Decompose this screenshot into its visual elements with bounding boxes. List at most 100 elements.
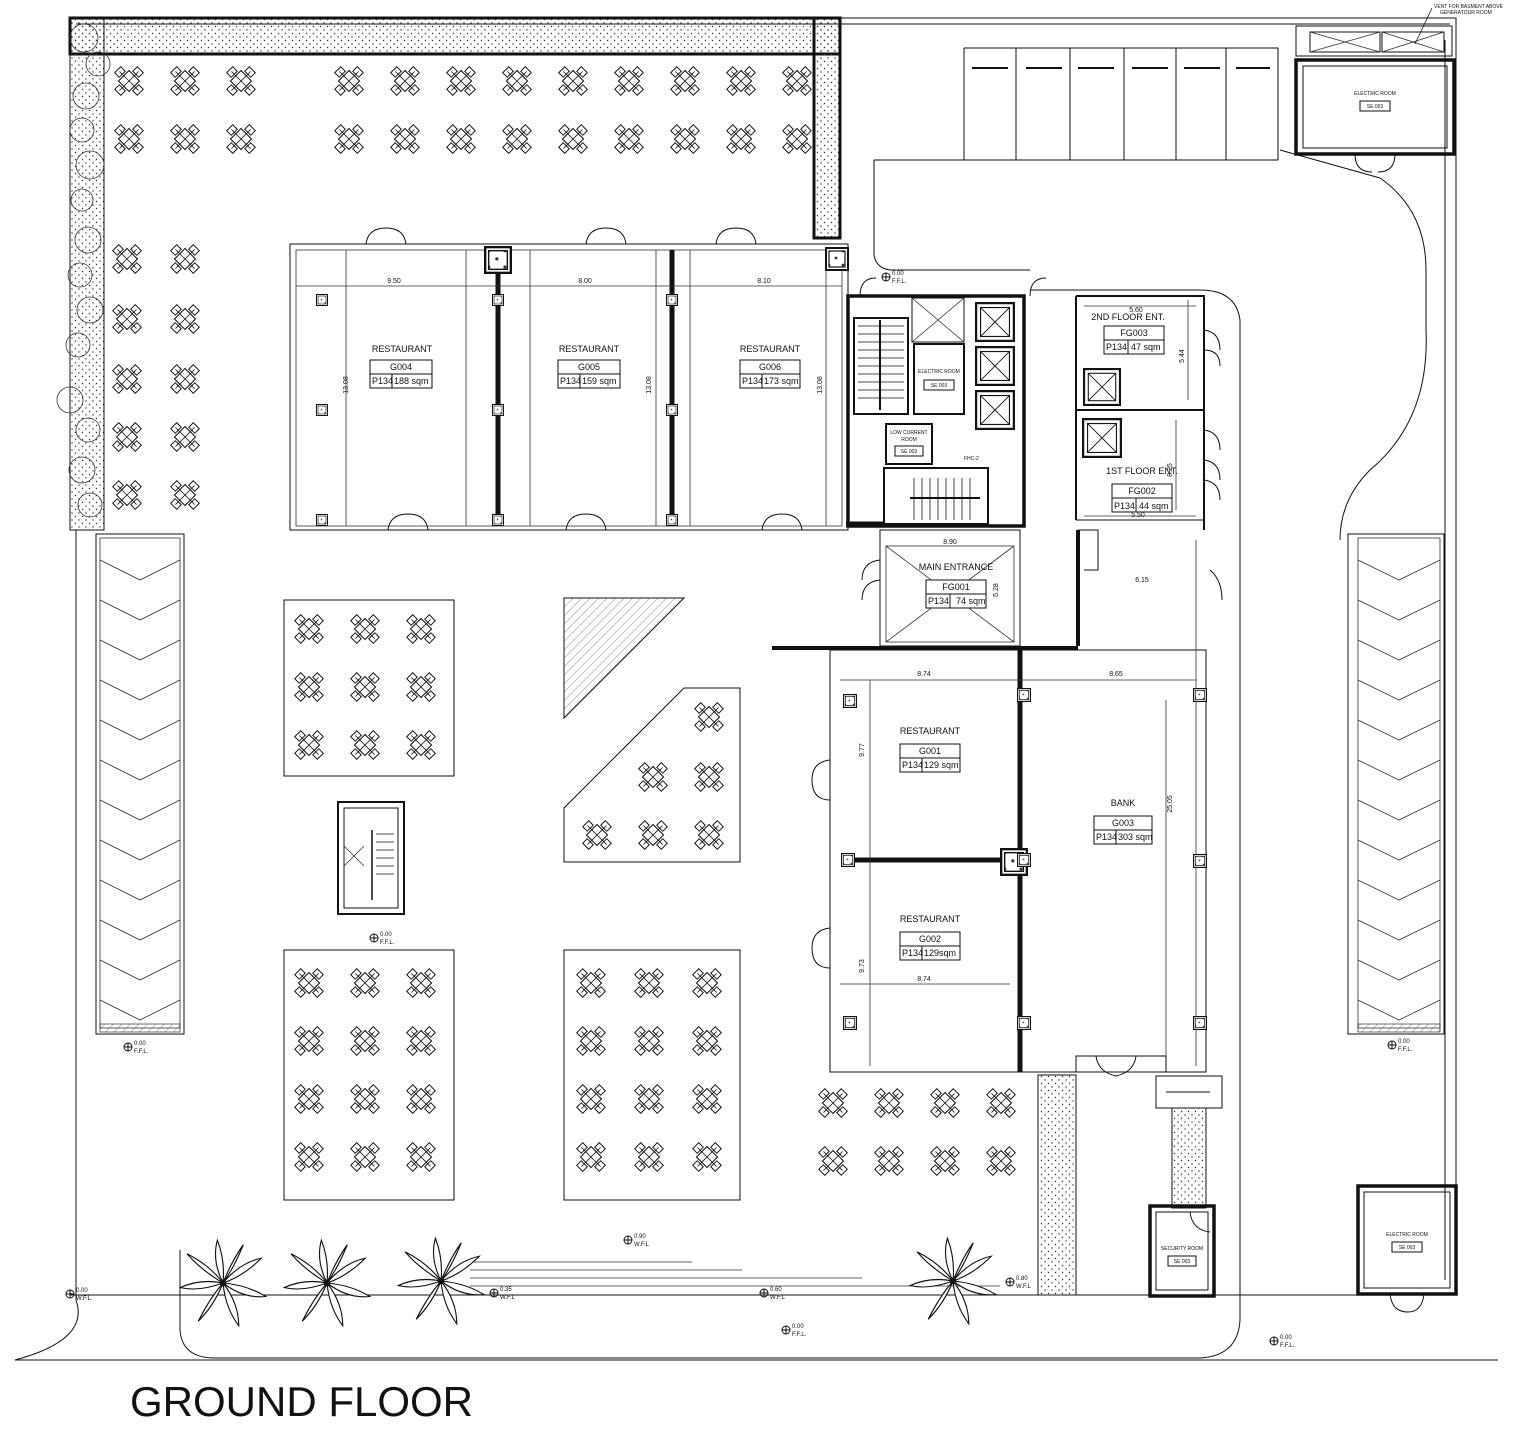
unit-g003-width-dim: 8.65 (1109, 671, 1123, 678)
low-current-code: SE 003 (901, 449, 918, 455)
unit-fg002-width-dim: 5.50 (1131, 512, 1145, 519)
level-ref: F.F.L. (792, 1332, 807, 1338)
unit-g005-name: RESTAURANT (559, 344, 620, 354)
dimension-6-15: 6.15 (1135, 577, 1149, 584)
lower-restaurant-bank-block (811, 540, 1223, 1109)
unit-g005-width-dim: 8.00 (578, 278, 592, 285)
level-ref: F.F.L. (134, 1049, 149, 1055)
unit-fg001-plot: P134 (928, 596, 949, 606)
unit-g001-plot: P134 (902, 760, 923, 770)
unit-g006-name: RESTAURANT (740, 344, 801, 354)
electric-room-bottom-name: ELECTRIC ROOM (1386, 1232, 1428, 1238)
level-marker: 0.90 W.F.L (623, 1234, 650, 1248)
hedge-shrubs (56, 23, 111, 518)
unit-g004-name: RESTAURANT (372, 344, 433, 354)
unit-g002-depth-dim: 9.73 (859, 959, 866, 973)
unit-g002-code: G002 (919, 934, 941, 944)
unit-fg001-code: FG001 (942, 582, 970, 592)
security-room-code: SE 003 (1174, 1259, 1191, 1265)
drawing-title: GROUND FLOOR (130, 1378, 473, 1425)
unit-g006-code: G006 (759, 362, 781, 372)
unit-g003-plot: P134 (1096, 832, 1117, 842)
unit-g005-depth-dim: 13.08 (646, 376, 653, 394)
unit-g002-area: 129sqm (924, 948, 956, 958)
level-marker: 0.00 F.F.L. (369, 932, 395, 946)
unit-g002-width-dim: 8.74 (917, 976, 931, 983)
unit-g005-area: 159 sqm (582, 376, 617, 386)
unit-fg002-code: FG002 (1128, 486, 1156, 496)
unit-fg003-plot: P134 (1106, 342, 1127, 352)
unit-g003-name: BANK (1111, 798, 1136, 808)
low-current-name-line-1: LOW CURRENT (890, 430, 927, 436)
unit-fg003-code: FG003 (1120, 328, 1148, 338)
electric-room-bottom: ELECTRIC ROOM SE 003 (1356, 1184, 1458, 1313)
level-value: 0.60 (770, 1287, 782, 1293)
ramp-left (95, 533, 185, 1035)
unit-g006-plot: P134 (742, 376, 763, 386)
level-ref: W.F.L (634, 1242, 650, 1248)
unit-fg001-area: 74 sqm (956, 596, 986, 606)
level-marker: 0.60 W.F.L (759, 1287, 786, 1301)
unit-g003-area: 303 sqm (1118, 832, 1153, 842)
electric-room-core-code: SE 003 (931, 383, 948, 389)
level-ref: F.F.L. (1398, 1047, 1413, 1053)
floor-entrances (1075, 295, 1221, 530)
unit-fg002-plot: P134 (1114, 501, 1135, 511)
level-markers: 0.00 F.F.L. 0.00 F.F.L. 0.00 F.F.L. 0.00… (65, 271, 1413, 1349)
level-value: 0.00 (1398, 1039, 1410, 1045)
unit-fg003-depth-dim: 5.44 (1179, 349, 1186, 363)
level-value: 0.00 (134, 1041, 146, 1047)
unit-g004-code: G004 (390, 362, 412, 372)
level-ref: F.F.L. (1280, 1343, 1295, 1349)
level-ref: W.F.L (1016, 1284, 1032, 1290)
unit-g006-width-dim: 8.10 (757, 278, 771, 285)
unit-g002-name: RESTAURANT (900, 914, 961, 924)
level-ref: W.F.L (770, 1295, 786, 1301)
level-value: 0.00 (380, 932, 392, 938)
service-core: ELECTRIC ROOM SE 003 LOW CURRENT ROOM SE… (846, 277, 1047, 528)
ramp-right (1347, 533, 1445, 1035)
level-value: 0.00 (1280, 1335, 1292, 1341)
electric-room-bottom-code: SE 003 (1399, 1245, 1416, 1251)
vent-note-line-1: VENT FOR BASMENT ABOVE (1434, 4, 1504, 10)
unit-g001-code: G001 (919, 746, 941, 756)
security-room-name: SECURITY ROOM (1161, 1246, 1203, 1252)
unit-g003-code: G003 (1112, 818, 1134, 828)
unit-g001-depth-dim: 9.77 (859, 743, 866, 757)
unit-fg003-width-dim: 5.60 (1129, 307, 1143, 314)
electric-room-core-name: ELECTRIC ROOM (918, 369, 960, 375)
level-ref: F.F.L. (380, 940, 395, 946)
level-value: 0.00 (892, 271, 904, 277)
unit-fg002-area: 44 sqm (1139, 501, 1169, 511)
security-room: SECURITY ROOM SE 003 (1148, 1204, 1216, 1298)
level-ref: F.F.L. (892, 279, 907, 285)
level-ref: W.F.L. (76, 1296, 93, 1302)
parking-bays (873, 47, 1279, 271)
site-boundary (14, 17, 1498, 1361)
unit-g003-depth-dim: 25.05 (1167, 795, 1174, 813)
unit-g004-area: 188 sqm (394, 376, 429, 386)
level-marker: 0.00 F.F.L. (1387, 1039, 1413, 1053)
level-marker: 0.00 F.F.L. (1269, 1335, 1295, 1349)
unit-g006-depth-dim: 13.08 (817, 376, 824, 394)
unit-fg002-depth-dim: 8.25 (1167, 463, 1174, 477)
level-value: 0.00 (76, 1288, 88, 1294)
unit-g005-code: G005 (578, 362, 600, 372)
electric-room-top-name: ELECTRIC ROOM (1354, 91, 1396, 97)
unit-g002-plot: P134 (902, 948, 923, 958)
unit-fg003-name: 2ND FLOOR ENT. (1091, 312, 1165, 322)
vent-grille: VENT FOR BASMENT ABOVE GENERATOUR ROOM (1295, 4, 1504, 57)
low-current-name-line-2: ROOM (901, 437, 917, 443)
unit-g006-area: 173 sqm (764, 376, 799, 386)
level-marker: 0.00 W.F.L. (65, 1288, 93, 1302)
unit-g004-plot: P134 (372, 376, 393, 386)
unit-g005-plot: P134 (560, 376, 581, 386)
level-value: 0.35 (500, 1287, 512, 1293)
main-entrance (772, 529, 1223, 650)
palm-trees (179, 1237, 997, 1327)
unit-g004-depth-dim: 13.08 (343, 376, 350, 394)
electric-room-top-code: SE 003 (1367, 104, 1384, 110)
fhc-label: FHC-2 (964, 456, 979, 462)
level-marker: 0.00 F.F.L. (881, 271, 907, 285)
